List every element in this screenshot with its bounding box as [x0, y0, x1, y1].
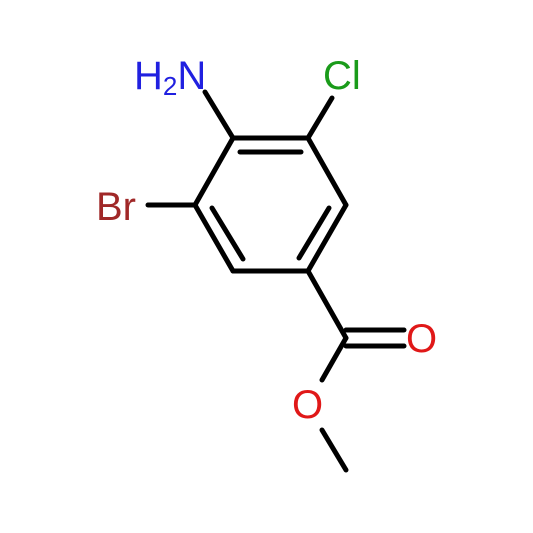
ring-bond-c6-c1 [192, 135, 236, 208]
bond-c4-carbonyl [305, 268, 349, 341]
bond-ester-oxygen-methyl [319, 427, 349, 473]
bond-c1-nh2 [202, 89, 236, 141]
ring-bond-c5-c6 [192, 202, 236, 274]
ring-bond-c2-c3 [305, 135, 349, 208]
ring-bond-c3-c4 [305, 202, 349, 274]
ring-inner-bond-left [209, 205, 246, 262]
bond-c2-cl [305, 95, 335, 141]
ester-oxygen-label: O [292, 383, 323, 427]
amine-label: H2N [134, 54, 206, 101]
bromine-label: Br [96, 185, 136, 229]
carbonyl-oxygen-label: O [406, 317, 437, 361]
chlorine-label: Cl [323, 54, 361, 98]
ring-inner-bond-right [296, 205, 332, 261]
bond-carbonyl-ester-oxygen [319, 335, 349, 383]
